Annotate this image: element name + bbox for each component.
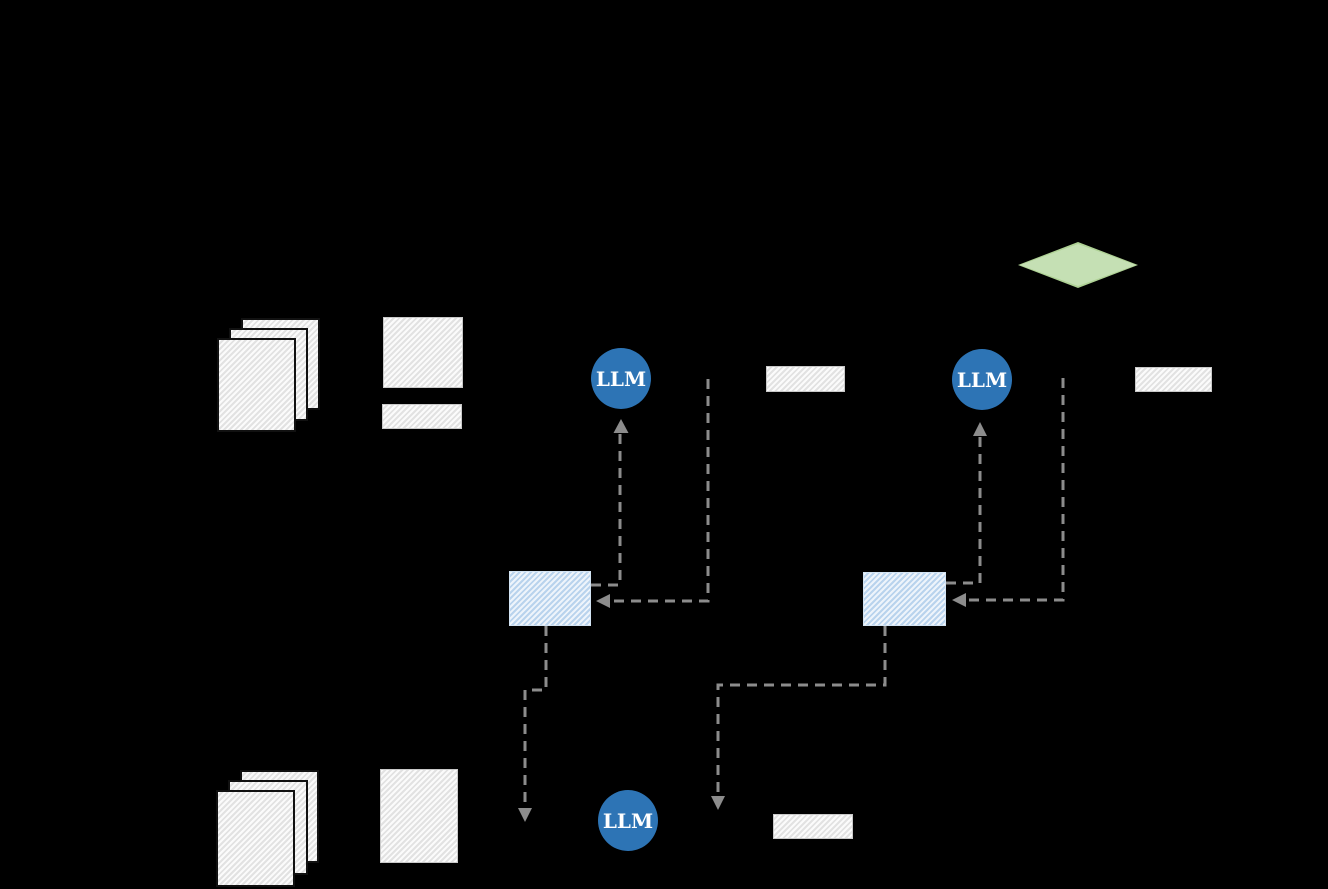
llm-circle-top-right: LLM: [952, 349, 1012, 410]
edge-down-into-left-box: [610, 379, 710, 603]
arrowhead-down-right: [711, 796, 725, 810]
decision-diamond-icon: [1018, 242, 1138, 288]
arrowhead-up-llm1: [613, 419, 629, 433]
output-bar-top-right: [1135, 367, 1212, 392]
document-page-front: [217, 338, 296, 432]
arrowhead-up-llm2: [973, 422, 987, 436]
llm-label: LLM: [956, 367, 1008, 392]
output-bar-bottom: [773, 814, 853, 839]
blue-box-right: [863, 572, 946, 626]
arrowhead-down-left: [518, 808, 532, 822]
llm-label: LLM: [595, 366, 647, 391]
llm-label: LLM: [602, 808, 654, 833]
document-box-top: [383, 317, 463, 388]
llm-circle-top-left: LLM: [591, 348, 651, 409]
arrowhead-left-into-right-box: [952, 593, 966, 607]
edge-right-box-to-llm2: [946, 436, 982, 585]
edge-left-box-to-llm1: [591, 433, 622, 587]
arrowhead-left-into-left-box: [596, 594, 610, 608]
edge-left-box-down: [523, 626, 548, 808]
text-bar-top: [382, 404, 462, 429]
document-page-front: [216, 790, 295, 887]
edge-right-box-down: [716, 626, 887, 796]
decision-diamond-fill: [1020, 244, 1136, 286]
document-stack-top-icon: [216, 317, 320, 433]
document-stack-bottom-icon: [215, 769, 320, 889]
blue-box-left: [509, 571, 591, 626]
edge-down-into-right-box: [966, 378, 1065, 602]
document-box-bottom: [380, 769, 458, 863]
llm-circle-bottom: LLM: [598, 790, 658, 851]
output-bar-top-left: [766, 366, 845, 392]
